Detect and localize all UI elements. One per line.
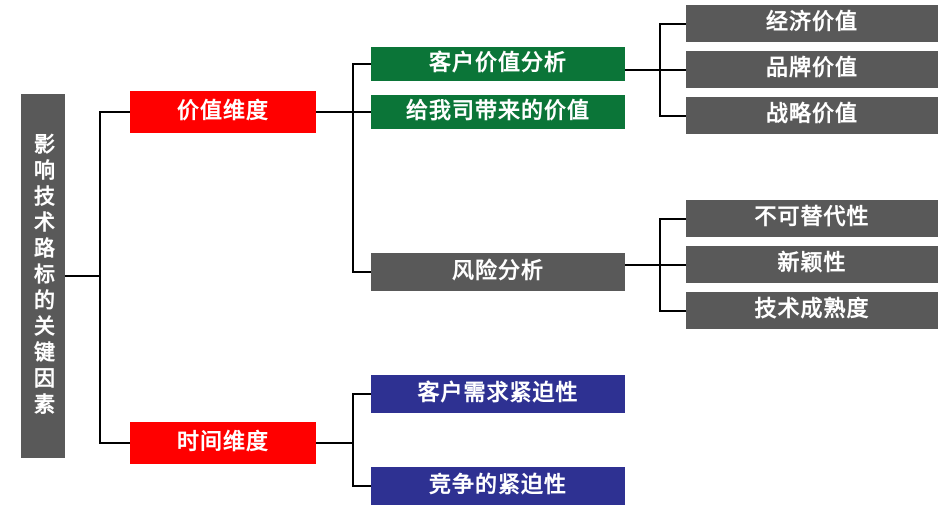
connector-value-dim-to-customer-value [352,63,373,65]
node-customer-demand-urgency[interactable]: 客户需求紧迫性 [371,375,625,413]
node-competition-urgency[interactable]: 竞争的紧迫性 [371,467,625,505]
connector-time-dim-trunk [352,393,354,487]
connector-time-dim-stub [316,442,354,444]
node-economic-value[interactable]: 经济价值 [686,5,938,42]
node-strategic-value-label: 战略价值 [765,102,858,128]
connector-risk-to-irreplaceability [659,218,688,220]
node-irreplaceability[interactable]: 不可替代性 [686,200,938,237]
node-customer-demand-urgency-label: 客户需求紧迫性 [417,380,579,406]
connector-customer-value-to-strategic [659,115,688,117]
connector-root-to-time-dim [99,442,132,444]
node-time-dimension[interactable]: 时间维度 [130,422,316,464]
node-risk-analysis-label: 风险分析 [451,258,544,284]
node-technology-maturity[interactable]: 技术成熟度 [686,292,938,329]
node-value-to-our-company[interactable]: 给我司带来的价值 [371,95,625,129]
connector-value-dim-trunk [352,63,354,272]
connector-value-dim-to-our-value [352,111,373,113]
connector-customer-value-to-brand [659,69,688,71]
connector-risk-to-novelty [659,264,688,266]
node-customer-value-analysis-label: 客户价值分析 [428,50,567,76]
connector-value-dim-stub [316,111,354,113]
connector-value-dim-to-risk [352,271,373,273]
connector-time-dim-to-comp-urgency [352,485,373,487]
connector-root-trunk [99,111,101,444]
node-irreplaceability-label: 不可替代性 [754,205,870,231]
node-competition-urgency-label: 竞争的紧迫性 [428,472,567,498]
node-economic-value-label: 经济价值 [765,10,858,36]
node-technology-maturity-label: 技术成熟度 [754,297,870,323]
node-strategic-value[interactable]: 战略价值 [686,97,938,134]
node-risk-analysis[interactable]: 风险分析 [371,253,625,291]
connector-time-dim-to-cust-urgency [352,393,373,395]
node-brand-value[interactable]: 品牌价值 [686,51,938,88]
node-time-dimension-label: 时间维度 [176,429,269,455]
node-novelty-label: 新颖性 [777,251,847,277]
connector-root-to-value-dim [99,111,132,113]
node-value-dimension-label: 价值维度 [176,98,269,124]
connector-root-stub [65,275,101,277]
node-value-to-our-company-label: 给我司带来的价值 [405,98,590,124]
node-novelty[interactable]: 新颖性 [686,246,938,283]
connector-customer-value-to-economic [659,23,688,25]
connector-risk-stub [625,264,661,266]
root-node-label: 影响技术路标的关键因素 [31,133,56,419]
connector-customer-value-stub [625,69,661,71]
node-value-dimension[interactable]: 价值维度 [130,91,316,133]
node-customer-value-analysis[interactable]: 客户价值分析 [371,47,625,81]
connector-risk-to-maturity [659,310,688,312]
node-brand-value-label: 品牌价值 [765,56,858,82]
root-node-key-factors[interactable]: 影响技术路标的关键因素 [21,94,65,458]
